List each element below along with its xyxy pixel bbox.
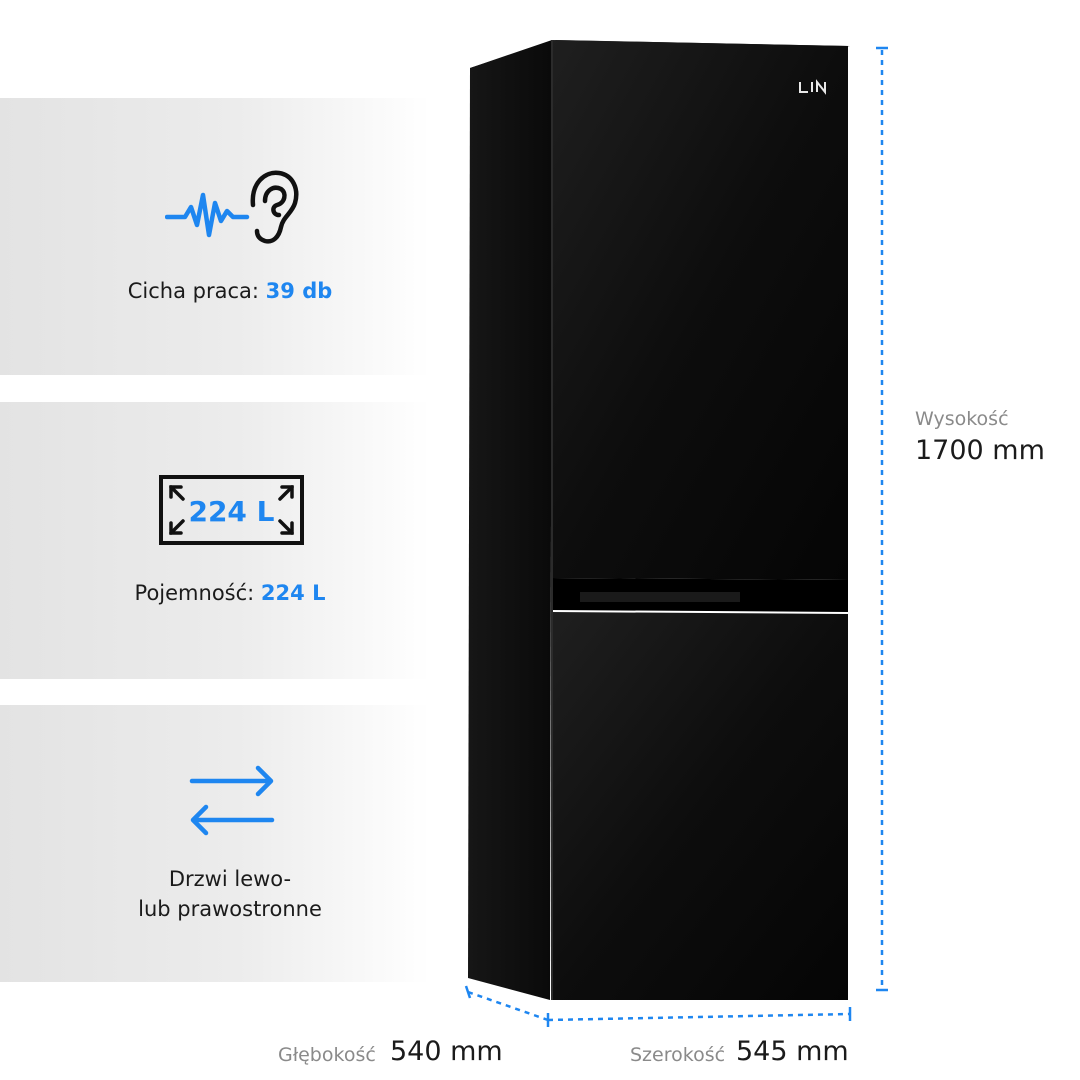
feature-panel-capacity <box>0 402 430 679</box>
ear-sound-wave-icon <box>165 170 299 244</box>
reversible-door-arrows-icon <box>189 765 275 836</box>
capacity-badge: 224 L <box>188 495 275 528</box>
capacity-caption: Pojemność: 224 L <box>0 578 460 608</box>
quiet-label: Cicha praca: <box>127 279 259 303</box>
width-value: 545 mm <box>736 1036 849 1067</box>
quiet-value: 39 db <box>265 279 333 303</box>
depth-value: 540 mm <box>390 1036 503 1067</box>
width-dimension-line <box>547 1012 851 1022</box>
doors-caption: Drzwi lewo- lub prawostronne <box>0 864 460 924</box>
quiet-caption: Cicha praca: 39 db <box>0 276 460 306</box>
feature-panel-quiet <box>0 98 430 375</box>
depth-dimension-line <box>467 990 549 1022</box>
doors-line1: Drzwi lewo- <box>168 867 292 891</box>
height-label: Wysokość <box>915 408 1009 430</box>
capacity-value: 224 L <box>260 581 326 605</box>
capacity-label: Pojemność: <box>134 581 255 605</box>
fridge-upper-door <box>552 40 848 580</box>
fridge-side <box>468 40 552 1000</box>
capacity-expand-box-icon: 224 L <box>159 475 304 545</box>
lin-logo <box>799 79 826 95</box>
height-value: 1700 mm <box>915 435 1045 466</box>
width-label: Szerokość <box>630 1044 726 1066</box>
doors-line2: lub prawostronne <box>138 897 322 921</box>
depth-label: Głębokość <box>278 1044 376 1066</box>
fridge-lower-door <box>552 612 848 1000</box>
feature-panel-doors <box>0 705 430 982</box>
